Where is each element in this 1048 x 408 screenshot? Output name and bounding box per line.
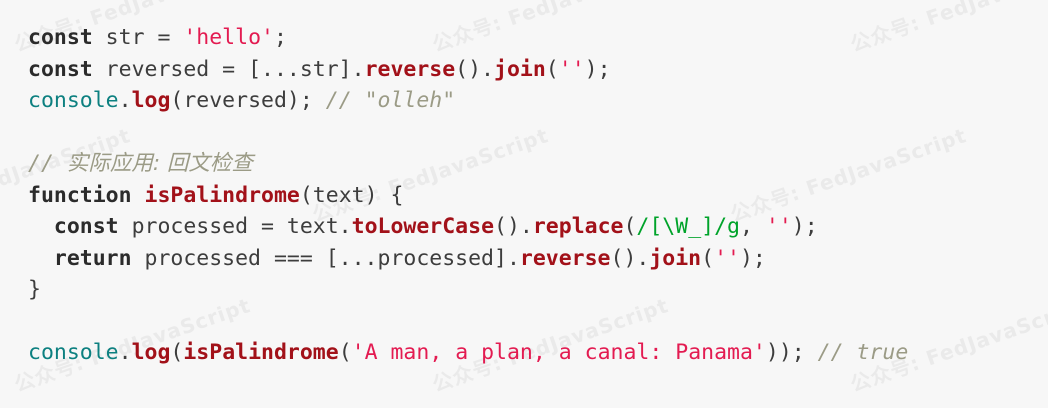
code-token-cmt: // <box>28 151 67 176</box>
code-line: const str = 'hello'; <box>28 22 1048 54</box>
code-token-punc: (). <box>455 56 495 82</box>
code-token-fn: reverse <box>364 56 456 82</box>
code-token-fn: isPalindrome <box>144 182 300 208</box>
code-token-punc: ( <box>623 214 637 239</box>
code-token-fn: log <box>131 88 171 113</box>
code-token-plain: processed === [...processed]. <box>131 245 520 271</box>
code-token-punc: ( <box>701 245 715 271</box>
code-token-str: '' <box>558 56 585 82</box>
code-token-plain: } <box>28 277 41 302</box>
code-line: console.log(reversed); // "olleh" <box>28 85 1048 117</box>
code-token-cmt: // true <box>817 340 909 365</box>
code-token-cmt-cn: 实际应用: 回文检查 <box>66 151 253 176</box>
code-line: return processed === [...processed].reve… <box>28 243 1048 275</box>
code-token-punc: ); <box>791 214 818 239</box>
code-line: const processed = text.toLowerCase().rep… <box>28 211 1048 243</box>
code-token-punc: . <box>118 340 132 365</box>
code-token-fn: toLowerCase <box>351 214 495 239</box>
code-token-punc: ( <box>170 340 184 365</box>
code-token-kw: const <box>28 56 93 82</box>
code-token-plain <box>28 214 54 239</box>
code-token-obj: console <box>28 340 119 365</box>
code-token-fn: replace <box>532 214 624 239</box>
code-line: // 实际应用: 回文检查 <box>28 148 1048 180</box>
code-token-kw: const <box>53 214 119 239</box>
code-token-plain: str = <box>92 25 184 50</box>
code-token-kw: return <box>53 245 132 271</box>
code-token-punc: , <box>739 214 766 239</box>
code-token-plain <box>28 246 54 271</box>
code-line: console.log(isPalindrome('A man, a plan,… <box>28 337 1048 369</box>
code-token-punc: ); <box>739 245 766 271</box>
code-line <box>28 117 1048 149</box>
code-token-str: '' <box>714 245 740 271</box>
code-token-cmt: // "olleh" <box>325 88 456 113</box>
code-line: } <box>28 274 1048 306</box>
code-token-plain: processed = text. <box>118 214 352 239</box>
code-token-punc: . <box>118 88 132 113</box>
code-token-str: 'hello' <box>183 25 274 50</box>
code-token-fn: isPalindrome <box>183 340 339 365</box>
code-token-fn: join <box>494 56 546 82</box>
code-token-plain: (reversed); <box>170 88 326 113</box>
code-token-punc: ; <box>273 25 287 50</box>
code-token-punc: ( <box>545 56 559 82</box>
code-line: const reversed = [...str].reverse().join… <box>28 54 1048 86</box>
code-token-regex: /[\W_]/g <box>636 214 740 239</box>
code-token-plain: (text) { <box>299 182 404 208</box>
code-token-fn: join <box>649 245 702 271</box>
code-token-fn: log <box>131 340 171 365</box>
code-token-punc: ); <box>584 56 611 82</box>
code-token-punc: (). <box>494 214 533 239</box>
code-token-punc: (). <box>610 245 650 271</box>
code-token-kw: const <box>28 25 93 50</box>
code-block[interactable]: const str = 'hello';const reversed = [..… <box>0 0 1048 369</box>
code-token-obj: console <box>28 88 119 113</box>
code-token-kw: function <box>28 182 132 208</box>
code-line: function isPalindrome(text) { <box>28 180 1048 212</box>
code-token-punc: ( <box>338 340 352 365</box>
code-token-punc: )); <box>765 340 818 365</box>
code-line <box>28 306 1048 338</box>
code-token-plain: reversed = [...str]. <box>92 56 365 82</box>
code-token-plain <box>132 183 145 208</box>
code-token-str: 'A man, a plan, a canal: Panama' <box>351 340 766 365</box>
code-token-str: '' <box>765 214 792 239</box>
code-token-fn: reverse <box>519 245 611 271</box>
